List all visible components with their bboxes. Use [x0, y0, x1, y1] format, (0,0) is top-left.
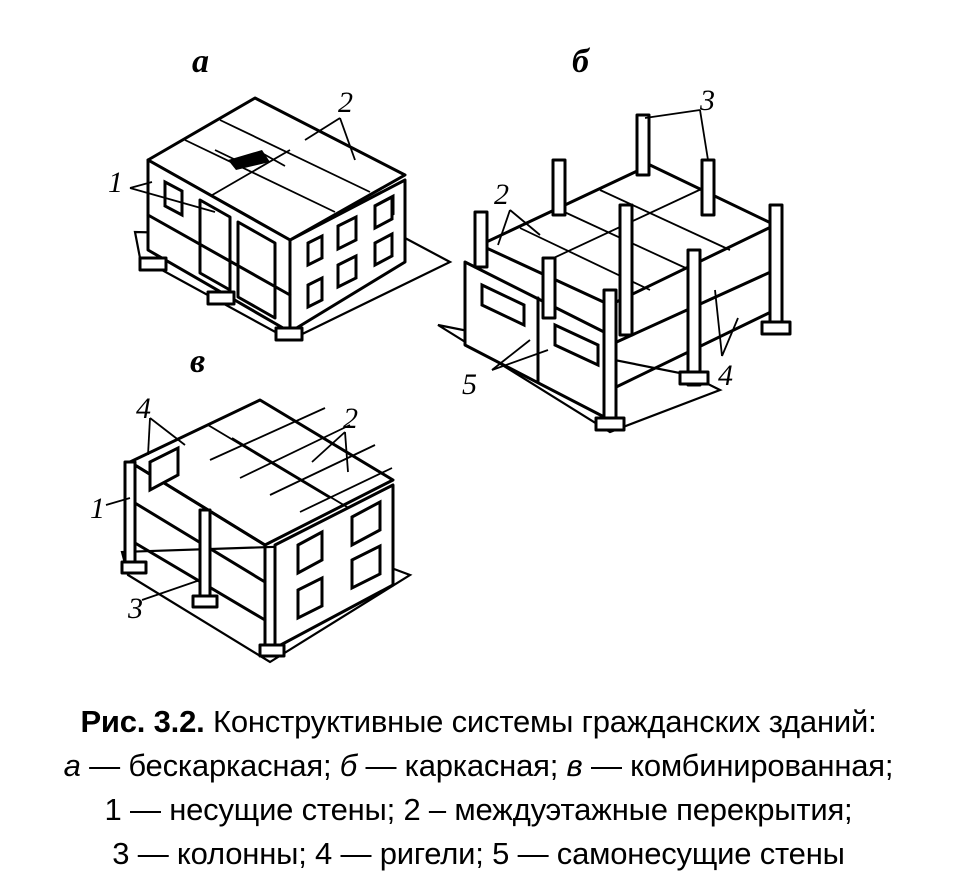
legend-key-v: в [566, 748, 583, 783]
panel-v-label-3: 3 [127, 592, 143, 625]
panel-a-label-1: 1 [108, 166, 123, 199]
legend-text-v: — комбинированная; [582, 748, 894, 783]
panel-v-label-4: 4 [136, 392, 151, 425]
panel-b-frame-building: 3 2 4 5 б [437, 43, 792, 434]
panel-a-letter: а [192, 43, 209, 80]
figure-number: Рис. 3.2. [80, 704, 205, 739]
construction-systems-figure: 1 2 а [90, 43, 792, 664]
legend-key-a: а [63, 748, 81, 783]
caption-line-3: 1 — несущие стены; 2 – междуэтажные пере… [104, 792, 853, 827]
panel-v-label-1: 1 [90, 492, 105, 525]
figure-caption: Рис. 3.2. Конструктивные системы граждан… [0, 700, 957, 876]
legend-text-b: — каркасная; [357, 748, 567, 783]
panel-v-letter: в [190, 343, 205, 380]
panel-v-combined-building: 4 2 1 3 в [90, 343, 413, 664]
caption-line-4: 3 — колонны; 4 — ригели; 5 — самонесущие… [112, 836, 845, 871]
panel-a-frameless-building: 1 2 а [108, 43, 453, 342]
caption-line-1: Рис. 3.2. Конструктивные системы граждан… [0, 700, 957, 744]
panel-b-label-3: 3 [699, 84, 715, 117]
panel-b-letter: б [572, 43, 591, 80]
panel-b-label-2: 2 [494, 178, 509, 211]
panel-a-label-2: 2 [338, 86, 353, 119]
legend-text-a: — бескаркасная; [80, 748, 340, 783]
caption-line-2: а — бескаркасная; б — каркасная; в — ком… [0, 744, 957, 788]
caption-title: Конструктивные системы гражданских здани… [212, 704, 877, 739]
legend-key-b: б [339, 748, 358, 783]
panel-b-label-4: 4 [718, 359, 733, 392]
panel-v-label-2: 2 [343, 402, 358, 435]
panel-b-label-5: 5 [462, 368, 477, 401]
